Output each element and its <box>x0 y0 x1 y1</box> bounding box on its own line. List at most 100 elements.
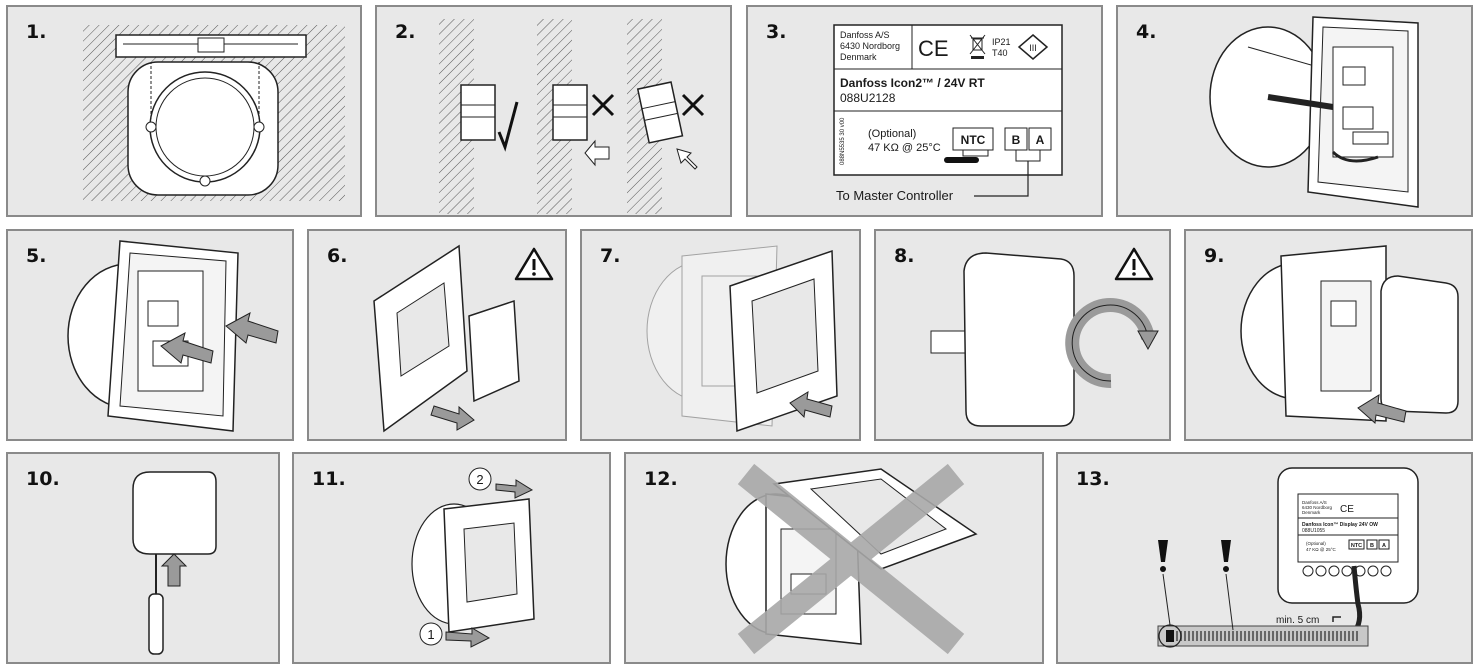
product-code: 088U2128 <box>840 91 896 105</box>
svg-text:A: A <box>1036 133 1045 147</box>
step-number: 2. <box>395 21 416 43</box>
step-number: 7. <box>600 245 621 267</box>
cross-icon <box>737 463 965 655</box>
optional-text: (Optional) <box>868 128 916 140</box>
arrow-up-icon <box>160 553 188 587</box>
display-module <box>468 299 520 403</box>
arrow-left-icon <box>225 312 279 344</box>
svg-text:NTC: NTC <box>961 133 986 147</box>
step-number: 10. <box>26 468 60 490</box>
step-8-panel: 8. <box>874 229 1171 441</box>
screw-hole-icon <box>199 175 211 187</box>
svg-text:(Optional): (Optional) <box>1306 541 1326 546</box>
box-wrong-1 <box>552 84 588 141</box>
svg-text:B: B <box>1370 543 1374 549</box>
display-module <box>963 252 1075 427</box>
arrow-left-icon <box>789 391 833 419</box>
ip-rating: IP21 <box>992 37 1011 47</box>
screwdriver-icon <box>148 593 164 655</box>
terminal-screws <box>1302 565 1392 577</box>
svg-text:III: III <box>1029 43 1037 53</box>
step-number: 8. <box>894 245 915 267</box>
step-number: 12. <box>644 468 678 490</box>
ce-mark: CE <box>918 36 949 61</box>
product-name: Danfoss Icon2™ / 24V RT <box>840 76 985 90</box>
step-marker-2 <box>468 467 492 491</box>
step-number: 13. <box>1076 468 1110 490</box>
ntc-sensor <box>944 157 979 163</box>
svg-text:088U1055: 088U1055 <box>1302 528 1325 534</box>
warning-triangle-icon <box>514 247 554 281</box>
sensor-placement-illustration: Danfoss A/S 6430 Nordborg Denmark CE Dan… <box>1157 467 1419 648</box>
frame-mount-illustration <box>646 245 838 433</box>
box-wrong-2 <box>636 81 684 144</box>
display-insert-illustration <box>1240 245 1459 425</box>
base-screw-illustration <box>67 240 279 432</box>
base-mount-illustration <box>1209 16 1419 208</box>
display-removal-illustration: 2 1 <box>411 467 535 648</box>
temp-rating: T40 <box>992 48 1008 58</box>
step-13-panel: 13. Danfoss A/S 6430 Nordborg Denmark CE… <box>1056 452 1473 664</box>
step-9-panel: 9. <box>1184 229 1473 441</box>
weee-bin-icon <box>969 34 986 59</box>
step-marker-1 <box>419 622 443 646</box>
distance-label: min. 5 cm <box>1276 615 1319 626</box>
exclamation-icon <box>1221 540 1231 572</box>
arrow-left-icon <box>160 332 214 364</box>
box-correct <box>460 84 496 141</box>
exclamation-icon <box>1158 540 1168 572</box>
svg-text:Danfoss Icon™ Display 24V OW: Danfoss Icon™ Display 24V OW <box>1302 522 1378 528</box>
step-5-panel: 5. <box>6 229 294 441</box>
step-4-panel: 4. <box>1116 5 1473 217</box>
svg-text:47 KΩ @ 25°C: 47 KΩ @ 25°C <box>1306 547 1336 552</box>
wall-box-level-illustration <box>83 25 345 201</box>
manufacturer-line: Danfoss A/S <box>840 30 890 40</box>
step-11-panel: 11. 2 1 <box>292 452 611 664</box>
arrow-right-icon <box>495 479 534 499</box>
screwdriver-release-illustration <box>132 471 217 655</box>
step-1-panel: 1. <box>6 5 362 217</box>
cross-icon <box>681 93 705 117</box>
svg-text:2: 2 <box>476 472 483 487</box>
step-number: 9. <box>1204 245 1225 267</box>
step-number: 1. <box>26 21 47 43</box>
ntc-sensor <box>1166 630 1174 642</box>
step-number: 5. <box>26 245 47 267</box>
arrow-right-icon <box>445 627 491 648</box>
display-module <box>1380 275 1459 414</box>
step-6-panel: 6. <box>307 229 567 441</box>
cross-icon <box>591 93 615 117</box>
box-orientation-illustration <box>439 19 705 214</box>
frame-removal-illustration <box>373 244 554 433</box>
step-10-panel: 10. <box>6 452 280 664</box>
incorrect-removal-illustration <box>725 463 978 655</box>
svg-text:Danfoss A/S: Danfoss A/S <box>1302 500 1327 505</box>
svg-text:1: 1 <box>427 627 434 642</box>
step-2-panel: 2. <box>375 5 732 217</box>
terminal-ntc <box>952 127 994 151</box>
screw-hole-icon <box>145 121 157 133</box>
arrow-left-icon <box>584 139 610 167</box>
step-7-panel: 7. <box>580 229 861 441</box>
product-label-illustration: Danfoss A/S 6430 Nordborg Denmark CE IP2… <box>833 24 1063 203</box>
step-3-panel: 3. Danfoss A/S 6430 Nordborg Denmark CE … <box>746 5 1103 217</box>
arrow-right-icon <box>430 405 475 431</box>
ntc-value: 47 KΩ @ 25°C <box>868 142 941 154</box>
floor-screed <box>1157 625 1369 647</box>
display-module <box>132 471 217 555</box>
arrow-diagonal-icon <box>676 148 698 170</box>
manufacturer-line: Denmark <box>840 52 877 62</box>
master-wire <box>974 161 1029 197</box>
step-number: 6. <box>327 245 348 267</box>
mini-ce-mark: CE <box>1340 504 1354 515</box>
step-number: 3. <box>766 21 787 43</box>
svg-text:B: B <box>1012 133 1021 147</box>
screw-hole-icon <box>253 121 265 133</box>
display-rotation-illustration <box>930 247 1159 427</box>
master-text: To Master Controller <box>836 188 954 203</box>
class-iii-diamond-icon: III <box>1017 34 1049 60</box>
step-number: 11. <box>312 468 346 490</box>
side-code: 088N5535 30 v00 <box>840 117 846 165</box>
svg-text:A: A <box>1382 543 1386 549</box>
arrow-left-icon <box>1357 394 1407 425</box>
